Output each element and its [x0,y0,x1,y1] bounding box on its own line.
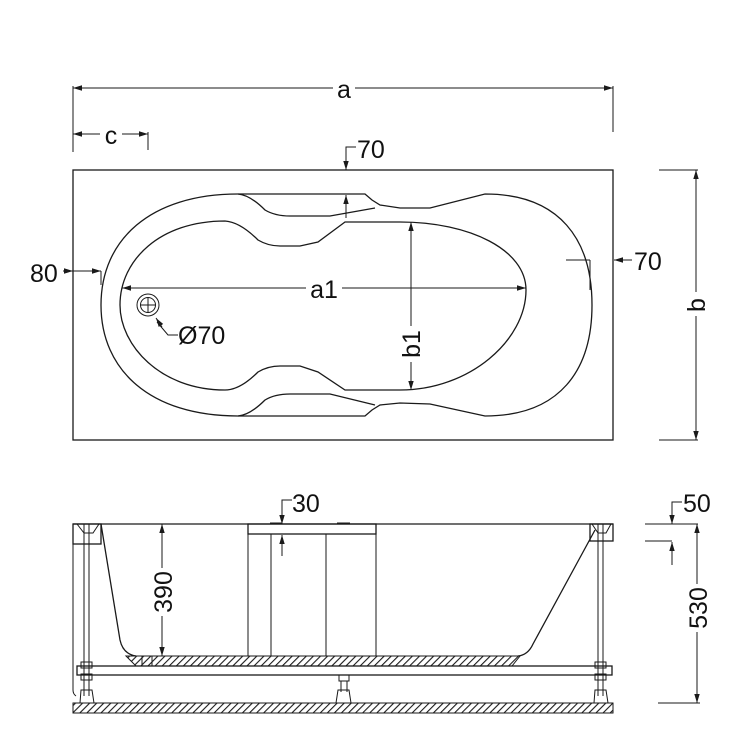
dimension-b1: b1 [398,222,426,390]
side-view: 30 390 50 530 [72,490,713,714]
dimension-c: c [72,122,149,152]
rim-outer-outline [100,193,593,417]
tub-bottom-hatch [124,655,522,667]
dimension-total-height: 530 [658,524,713,704]
dim-label-b: b [683,298,711,312]
dim-label-inner-depth: 390 [150,571,178,613]
dim-label-rim-top: 70 [357,136,385,164]
dim-label-total-height: 530 [685,587,713,629]
dim-label-b1: b1 [398,330,426,358]
dimension-inner-depth: 390 [150,524,178,656]
dim-label-c: c [105,122,118,150]
dim-label-rim-left: 80 [30,260,58,288]
dimension-b: b [659,169,711,441]
top-view: a c 70 80 [30,76,711,441]
basin-inner-outline [119,220,527,391]
dimension-rim-top: 70 [343,136,385,218]
floor-hatch [72,702,614,714]
dim-label-rim-thickness: 30 [292,490,320,518]
dim-label-drain: Ø70 [178,322,225,350]
dimension-a1: a1 [122,276,526,304]
dimension-rim-thickness: 30 [279,490,320,556]
dimension-frame-top: 50 [645,490,711,565]
dimension-rim-left: 80 [30,260,102,288]
dim-label-frame-top: 50 [683,490,711,518]
dim-label-a: a [337,76,351,104]
dimension-a: a [72,76,614,132]
drain-crosshair-icon: Ø70 [136,293,225,350]
dim-label-a1: a1 [310,276,338,304]
dim-label-rim-right: 70 [634,248,662,276]
dimension-rim-right: 70 [566,248,662,305]
